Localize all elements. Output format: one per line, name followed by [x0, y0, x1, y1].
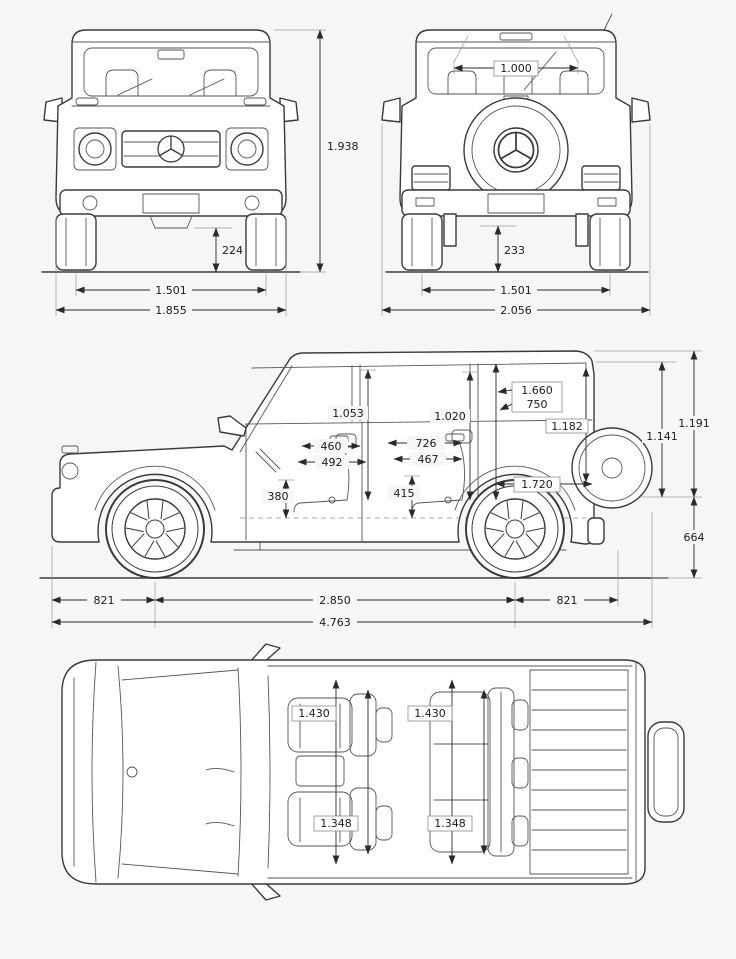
mercedes-star-icon [497, 131, 535, 169]
dim-front-shoulder-width: 1.348 [320, 817, 352, 830]
dim-load-width: 1.720 [521, 478, 553, 491]
dim-upper-height: 1.191 [678, 417, 710, 430]
rear-window [427, 47, 605, 95]
dim-rear-seat-depth: 467 [418, 453, 439, 466]
side-dimensions: 1.053 1.020 1.660 750 1.182 460 492 726 … [51, 350, 715, 629]
right-headlight [230, 132, 264, 166]
front-view [41, 29, 301, 273]
dim-rear-entry: 750 [527, 398, 548, 411]
rear-view [381, 13, 651, 273]
spare-wheel-side [571, 427, 653, 509]
front-bumper [59, 189, 283, 217]
dim-front-seat-depth: 460 [321, 440, 342, 453]
rear-wheel [465, 479, 565, 579]
windshield [83, 47, 259, 97]
spare-wheel-top [647, 721, 685, 823]
top-body [61, 659, 646, 885]
dim-overall-width-front: 1.855 [155, 304, 187, 317]
rear-bench [429, 687, 529, 857]
dim-rear-seat-height: 415 [394, 487, 415, 500]
dim-rear-shoulder-width: 1.348 [434, 817, 466, 830]
left-taillight [411, 165, 451, 191]
rear-left-mirror [381, 97, 401, 123]
front-body [55, 29, 287, 215]
dim-roof-width: 1.000 [500, 62, 532, 75]
dim-rear-headroom: 1.020 [434, 410, 466, 423]
side-view [39, 350, 669, 579]
rear-bumper [401, 189, 631, 217]
front-dimensions: 1.938 224 1.501 1.855 [55, 29, 359, 317]
dim-rear-headroom-diagonal: 1.660 [521, 384, 553, 397]
dim-track-rear: 1.501 [500, 284, 532, 297]
dim-front-overhang: 821 [94, 594, 115, 607]
dim-rear-door-height: 1.182 [551, 420, 583, 433]
dim-rear-legroom: 726 [416, 437, 437, 450]
dim-overall-length: 4.763 [319, 616, 351, 629]
dim-wheelbase: 2.850 [319, 594, 351, 607]
dim-overall-height: 1.938 [327, 140, 359, 153]
dim-overall-width-rear: 2.056 [500, 304, 532, 317]
top-view [61, 643, 685, 901]
rear-dimensions: 1.000 233 1.501 2.056 [381, 35, 651, 317]
front-wheel [105, 479, 205, 579]
dim-lower-height: 664 [684, 531, 705, 544]
dim-rear-overhang: 821 [557, 594, 578, 607]
mercedes-star-icon [157, 135, 185, 163]
dim-front-headroom: 1.053 [332, 407, 364, 420]
left-headlight [78, 132, 112, 166]
dim-inner-height: 1.141 [646, 430, 678, 443]
dim-front-seat-height: 380 [268, 490, 289, 503]
dim-ground-clearance-rear: 233 [504, 244, 525, 257]
right-taillight [581, 165, 621, 191]
dim-front-legroom: 492 [322, 456, 343, 469]
dim-front-cabin-width: 1.430 [298, 707, 330, 720]
dim-rear-cabin-width: 1.430 [414, 707, 446, 720]
rear-right-mirror [631, 97, 651, 123]
side-mirror [217, 415, 247, 437]
dim-ground-clearance-front: 224 [222, 244, 243, 257]
dim-track-front: 1.501 [155, 284, 187, 297]
top-dimensions: 1.430 1.430 1.348 1.348 [291, 679, 488, 865]
